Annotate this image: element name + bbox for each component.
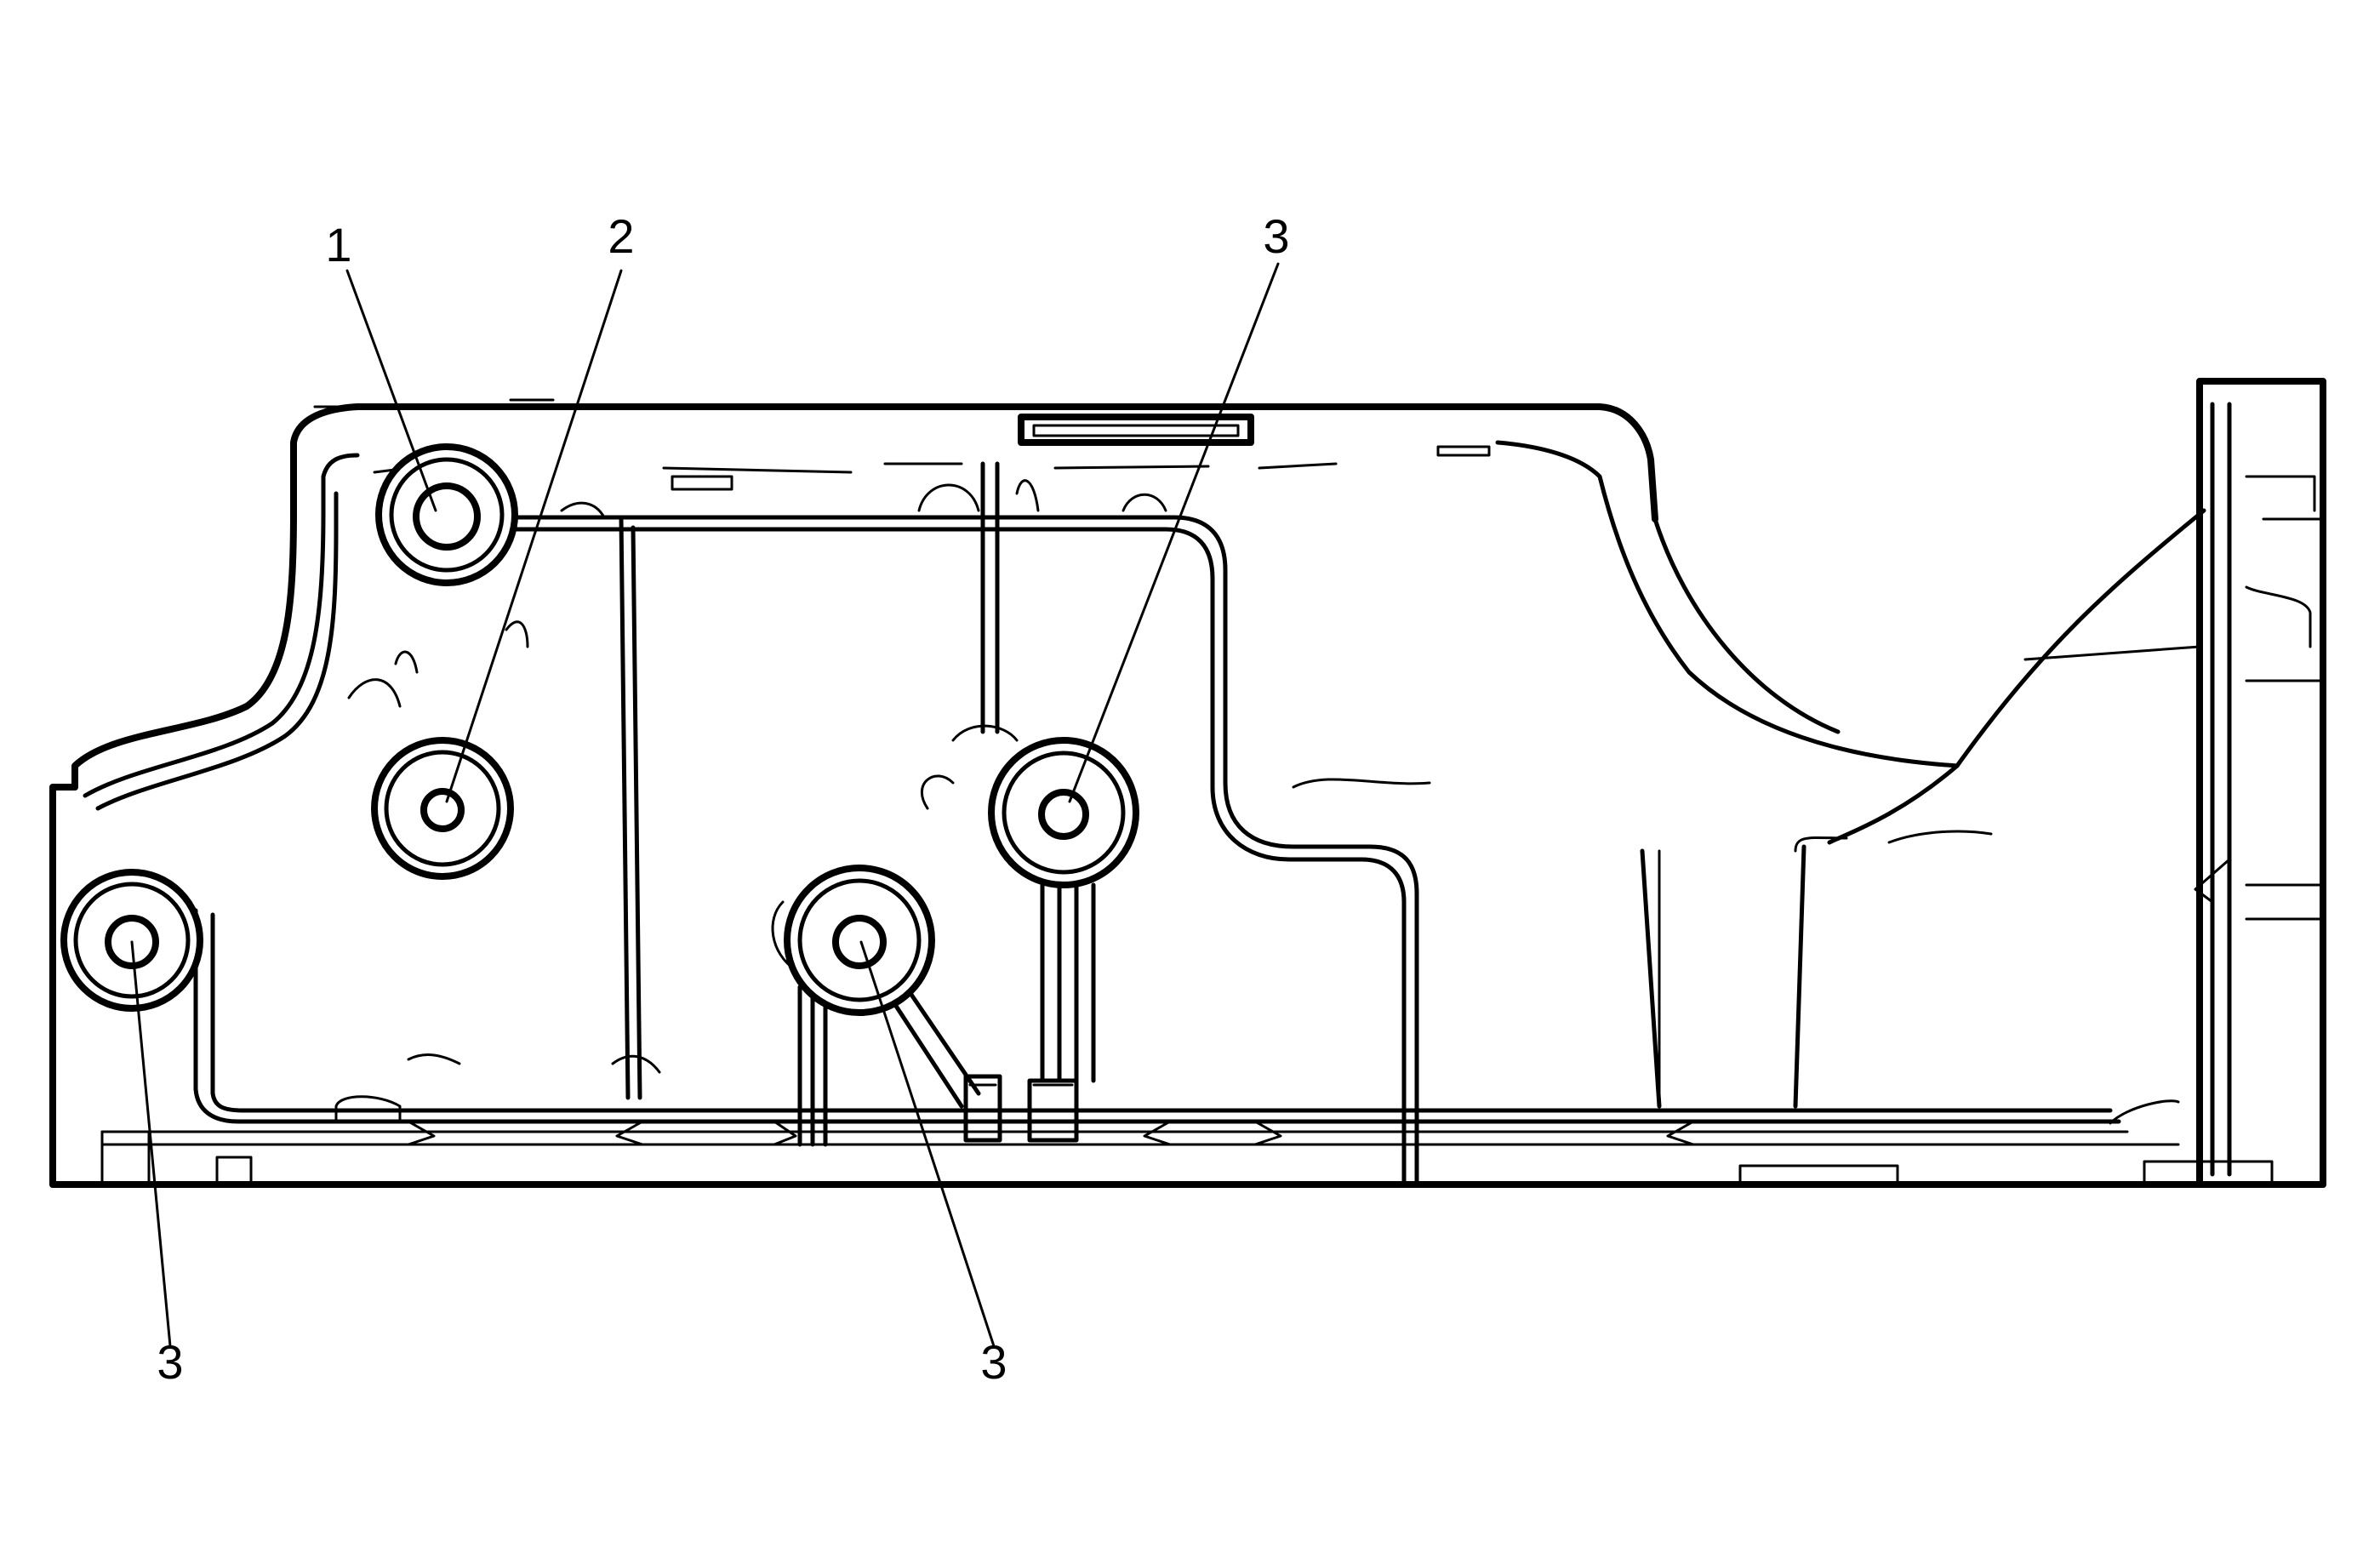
callout-label-2: 2: [608, 209, 634, 263]
center-structure: [334, 620, 1096, 1147]
bolt-boss-2: [371, 737, 514, 880]
callout-labels: 1 2 3 3 3: [157, 209, 1289, 1389]
bolt-boss-3b: [784, 865, 935, 1016]
callout-leaders: [130, 262, 1280, 1348]
leader-line-3b: [859, 940, 996, 1348]
callout-label-3-top: 3: [1263, 209, 1289, 263]
leader-line-2: [445, 269, 623, 803]
callout-label-3-center: 3: [980, 1335, 1007, 1389]
callout-label-1: 1: [325, 218, 351, 271]
leader-line-3a: [130, 940, 172, 1348]
top-edge-details: [313, 398, 1610, 519]
bolt-boss-3c: [988, 737, 1139, 888]
leader-line-1: [345, 269, 437, 512]
bolt-boss-3a: [60, 869, 203, 1012]
bottom-flange-details: [100, 1074, 2274, 1186]
callout-label-3-left: 3: [157, 1335, 183, 1389]
bolt-boss-1: [375, 443, 518, 586]
housing-outline: [49, 378, 2326, 1188]
bolt-bosses: [60, 443, 1139, 1016]
leader-line-3c: [1068, 262, 1280, 803]
